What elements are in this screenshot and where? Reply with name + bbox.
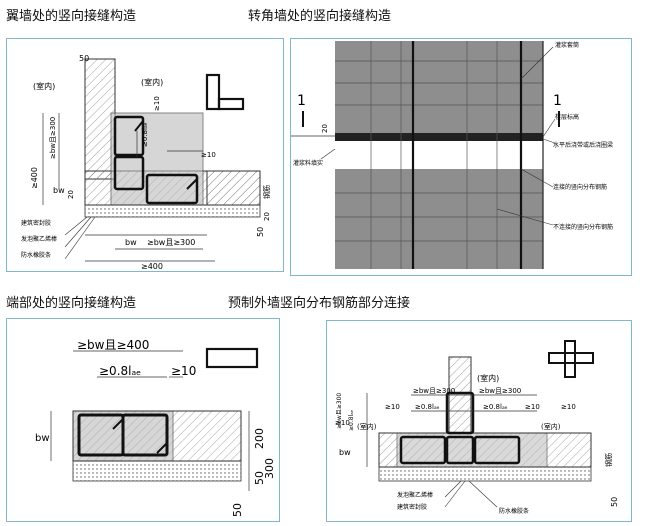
rebar-dim-10b: ≥10 [525,403,540,411]
rebar-left-v1: ≥bw且≥300 [336,393,343,429]
wing-dim-08: ≥0.8lₐₑ [141,122,149,147]
wing-dim-20b: 20 [263,212,271,221]
rebar-dim-10c: ≥10 [335,419,350,427]
corner-wall-panel: 1 1 20 灌浆套筒 楼层标高 水平后浇带或后浇圈梁 连接的竖向分布钢筋 不连… [290,38,632,276]
wing-dim-50: 50 [79,54,89,63]
wing-dim-20: 20 [67,190,75,199]
wing-callout-sealant: 建筑密封胶 [21,219,51,227]
title-corner-wall: 转角墙处的竖向接缝构造 [248,9,392,24]
end-dim-10: ≥10 [171,364,196,378]
rebar-dim-08a: ≥0.8lₐₑ [415,403,440,411]
wing-callout-rubber: 防水橡胶条 [21,251,51,259]
wing-right-mark: 钢筋 [262,185,271,199]
wing-dim-bw300: ≥bw且≥300 [49,117,57,159]
end-joint-drawing: ≥bw且≥400 ≥0.8lₐₑ ≥10 bw 200 300 50 50 [35,338,276,517]
rebar-bw: bw [339,448,351,457]
rebar-indoor-right: (室内) [541,422,561,431]
end-dim-08: ≥0.8lₐₑ [99,364,141,378]
wing-dim-10: ≥10 [153,96,161,111]
corner-note-unconnected: 不连接的竖向分布钢筋 [553,223,613,231]
wing-bottom-400: ≥400 [141,262,163,271]
wing-bw: bw [53,186,65,195]
end-dim-300: 300 [263,458,276,479]
end-dim-200: 200 [253,428,266,449]
rebar-left-v2: ≥0.8lₐₑ [348,409,355,431]
rebar-connection-drawing: (室内) (室内) (室内) ≥bw且≥300 ≥bw且≥300 ≥0.8lₐₑ… [335,340,619,515]
corner-note-sleeve: 灌浆套筒 [555,41,579,49]
rebar-dim-b: ≥bw且≥300 [479,387,521,395]
wing-indoor-top: (室内) [141,77,163,87]
rebar-dim-08b: ≥0.8lₐₑ [483,403,508,411]
wing-bottom-300: ≥bw且≥300 [147,238,195,247]
rebar-dim-a: ≥bw且≥300 [413,387,455,395]
rebar-dim-10a: ≥10 [385,403,400,411]
corner-dim-20: 20 [321,124,329,133]
corner-note-belt: 水平后浇带或后浇圈梁 [553,141,613,149]
rebar-indoor-top: (室内) [477,373,499,383]
wing-dim-400: ≥400 [30,167,39,189]
rebar-callout-rubber: 防水橡胶条 [499,507,529,515]
wing-wall-drawing: 50 (室内) (室内) ≥400 ≥bw且≥300 ≥10 ≥0.8lₐₑ ≥… [21,54,271,271]
corner-section-left: 1 [297,93,306,109]
wing-wall-panel: 50 (室内) (室内) ≥400 ≥bw且≥300 ≥10 ≥0.8lₐₑ ≥… [6,38,284,272]
end-bw: bw [35,433,50,444]
title-rebar-connection: 预制外墙竖向分布钢筋部分连接 [228,296,411,311]
title-wing-wall: 翼墙处的竖向接缝构造 [6,9,137,24]
end-dim-50a: 50 [253,471,266,485]
corner-section-right: 1 [553,93,562,109]
end-joint-panel: ≥bw且≥400 ≥0.8lₐₑ ≥10 bw 200 300 50 50 [6,318,280,522]
rebar-callout-sealant: 建筑密封胶 [397,503,427,511]
end-dim-50b: 50 [231,503,244,517]
rebar-dim-50: 50 [610,497,619,507]
end-dim-top: ≥bw且≥400 [77,338,149,352]
rebar-indoor-left: (室内) [357,422,377,431]
rebar-right-mark: 钢筋 [604,453,613,467]
corner-note-connected: 连接的竖向分布钢筋 [553,183,607,191]
rebar-dim-10d: ≥10 [561,403,576,411]
corner-note-level: 楼层标高 [555,113,579,121]
title-end-joint: 端部处的竖向接缝构造 [6,296,137,311]
wing-dim-10b: ≥10 [201,151,216,159]
rebar-callout-foam: 发泡聚乙烯棒 [397,491,433,499]
wing-dim-50b: 50 [256,227,265,237]
corner-wall-drawing: 1 1 20 灌浆套筒 楼层标高 水平后浇带或后浇圈梁 连接的竖向分布钢筋 不连… [291,41,613,269]
wing-callout-foam: 发泡聚乙烯棒 [21,235,57,243]
wing-bottom-bw: bw [125,238,137,247]
corner-note-grout: 灌浆料填实 [293,159,323,167]
wing-indoor-left: (室内) [33,81,55,91]
rebar-connection-panel: (室内) (室内) (室内) ≥bw且≥300 ≥bw且≥300 ≥0.8lₐₑ… [326,320,632,522]
